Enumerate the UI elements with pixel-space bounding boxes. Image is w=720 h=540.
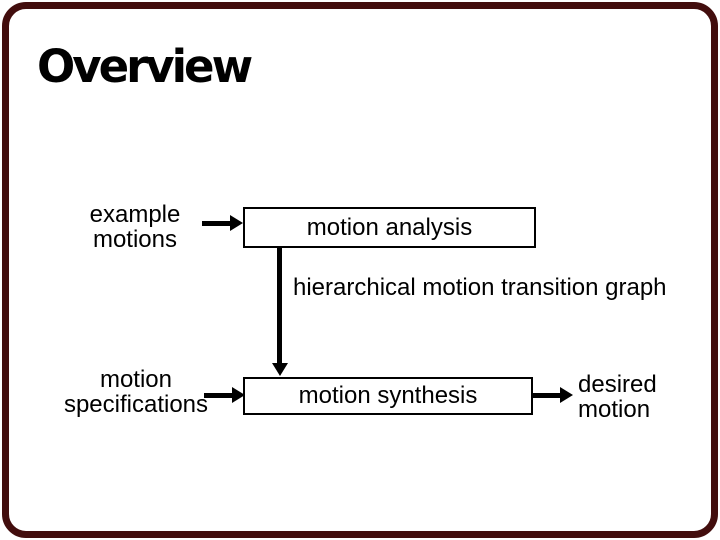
- box-motion-synthesis-label: motion synthesis: [298, 382, 478, 409]
- box-motion-synthesis: motion synthesis: [243, 377, 533, 415]
- slide-title: Overview: [37, 40, 253, 93]
- label-desired-motion: desired motion: [578, 371, 657, 423]
- arrow-example-to-analysis-shaft: [202, 221, 230, 226]
- label-example-motions: example motions: [89, 201, 181, 253]
- box-motion-analysis: motion analysis: [243, 207, 536, 248]
- arrow-synthesis-to-desired-head: [560, 387, 573, 403]
- arrow-synthesis-to-desired-shaft: [532, 393, 561, 398]
- arrow-specifications-to-synthesis-shaft: [204, 393, 232, 398]
- arrow-analysis-to-synthesis-shaft: [277, 247, 282, 364]
- arrow-specifications-to-synthesis-head: [232, 387, 245, 403]
- label-hierarchical-motion-transition-graph: hierarchical motion transition graph: [293, 274, 667, 301]
- arrow-analysis-to-synthesis-head: [272, 363, 288, 376]
- label-motion-specifications: motion specifications: [63, 366, 209, 418]
- arrow-example-to-analysis-head: [230, 215, 243, 231]
- box-motion-analysis-label: motion analysis: [306, 213, 473, 241]
